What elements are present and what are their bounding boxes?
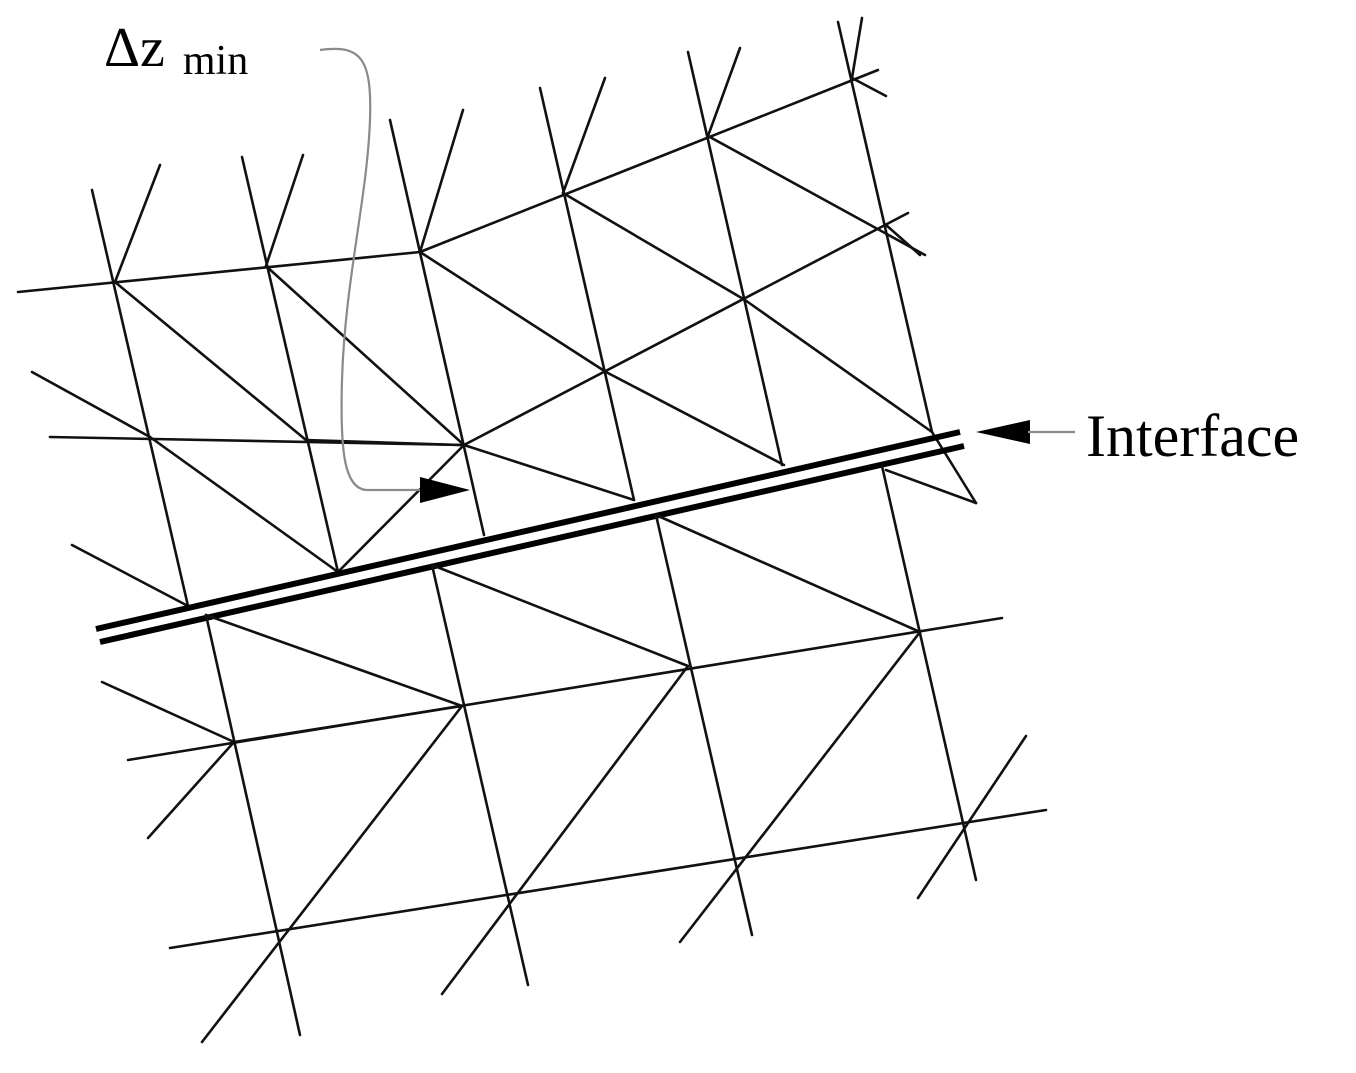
interface-label: Interface [1086, 403, 1299, 469]
mesh-edge [440, 664, 690, 996]
mesh-edge [113, 163, 162, 284]
mesh-edge [654, 513, 922, 634]
mesh-edge [850, 16, 864, 80]
mesh-edge [100, 680, 236, 744]
interface-line-upper [95, 429, 961, 632]
mesh-edge [90, 188, 190, 608]
mesh-edge [604, 370, 786, 467]
mesh-edge [148, 435, 340, 574]
mesh-edge [880, 464, 978, 882]
mesh-edge [264, 153, 305, 268]
mesh-edge [706, 46, 742, 138]
mesh-edge [686, 50, 784, 467]
mesh-edge [916, 734, 1028, 900]
mesh-edge [240, 155, 340, 574]
dz-subscript: min [183, 38, 248, 84]
mesh-edge [16, 250, 422, 294]
mesh-edge [850, 76, 888, 98]
mesh-edge [113, 280, 308, 442]
dz-min-label: Δz min [104, 17, 248, 84]
mesh-edge [678, 630, 922, 944]
mesh-edge [146, 740, 236, 840]
mesh-edge [204, 613, 302, 1037]
mesh-edge [743, 298, 934, 434]
mesh-edge [418, 250, 608, 374]
mesh-edge [304, 438, 462, 447]
interface-annotation: Interface [976, 403, 1299, 469]
mesh-edge [70, 543, 190, 608]
mesh-edge [264, 264, 466, 447]
lower-mesh [100, 464, 1048, 1044]
mesh-edge [232, 704, 464, 744]
mesh-edge [336, 443, 466, 574]
mesh-edge [430, 563, 530, 987]
interface-line-lower [99, 443, 965, 645]
mesh-edge [168, 808, 1048, 950]
mesh-edge [884, 468, 978, 505]
mesh-edge [654, 513, 754, 937]
interface-boundary [95, 429, 965, 645]
dz-symbol: Δz [104, 17, 165, 79]
mesh-edge [930, 430, 978, 505]
mesh-edge [561, 76, 607, 195]
mesh-edge [884, 223, 922, 257]
dz-min-leader [319, 47, 425, 492]
mesh-edge [836, 20, 934, 434]
mesh-edge [418, 108, 465, 254]
mesh-edge [30, 370, 152, 439]
mesh-edge [204, 613, 464, 708]
dz-min-annotation: Δz min [104, 17, 470, 503]
mesh-edge [462, 443, 636, 502]
mesh-edge [561, 191, 747, 302]
mesh-edge [418, 68, 880, 254]
mesh-edge [538, 86, 636, 502]
dz-min-arrowhead [420, 477, 470, 503]
mesh-edge [430, 563, 690, 668]
mesh-edge [706, 134, 927, 257]
mesh-edge [200, 704, 464, 1044]
interface-arrowhead [976, 420, 1030, 444]
mesh-edge [462, 211, 910, 447]
upper-mesh [16, 16, 978, 608]
mesh-edge [388, 118, 486, 537]
